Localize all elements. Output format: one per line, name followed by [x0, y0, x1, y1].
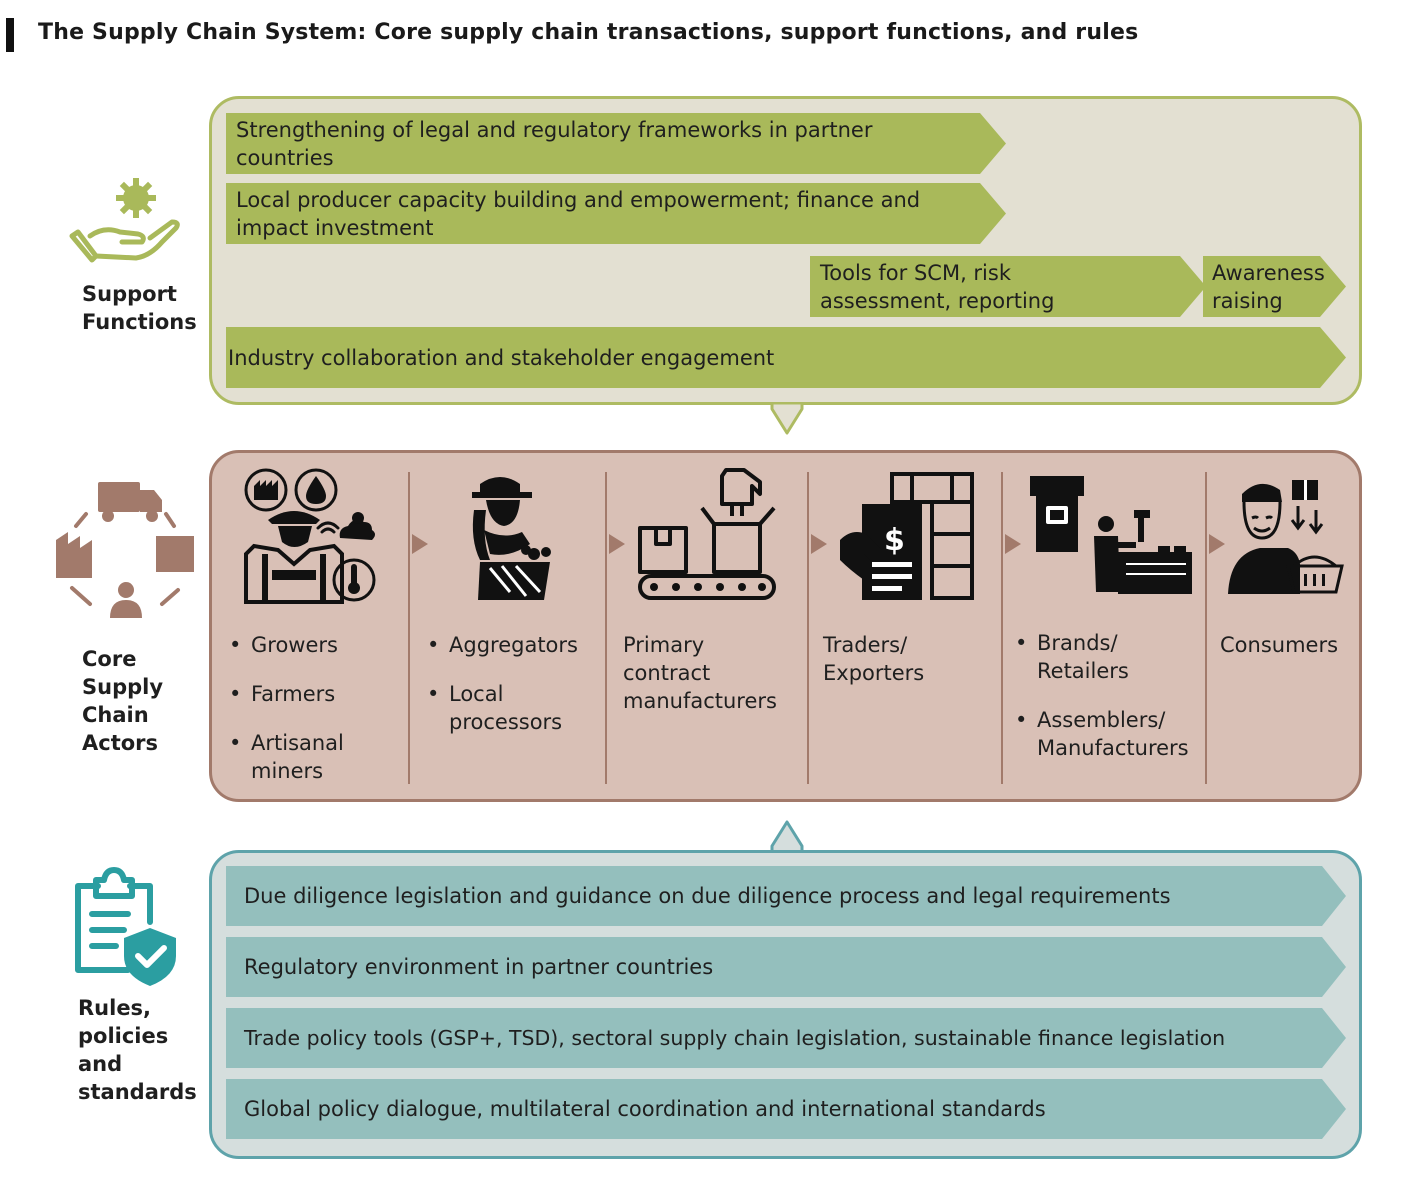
- consumer-icon: [1228, 480, 1344, 594]
- actor-text-traders: Traders/ Exporters: [823, 633, 925, 685]
- rules-item-text: Trade policy tools (GSP+, TSD), sectoral…: [244, 1026, 1226, 1050]
- support-item-text: Local producer capacity building and emp…: [236, 187, 921, 240]
- list-item: Growers: [227, 631, 407, 659]
- list-item: Farmers: [227, 680, 407, 708]
- actor-text-consumers: Consumers: [1220, 633, 1339, 657]
- title-accent-bar: [6, 18, 14, 52]
- flow-chevron: [811, 534, 827, 554]
- rules-arrow-trade-policy: Trade policy tools (GSP+, TSD), sectoral…: [226, 1008, 1346, 1068]
- flow-chevron: [609, 534, 625, 554]
- list-item: Assemblers/ Manufacturers: [1013, 706, 1193, 762]
- rules-arrow-due-diligence: Due diligence legislation and guidance o…: [226, 866, 1346, 926]
- actor-list-aggregators: Aggregators Local processors: [425, 631, 605, 757]
- retail-icon: [1030, 476, 1192, 594]
- support-item-text: Awareness raising: [1212, 260, 1325, 313]
- support-arrow-capacity-building: Local producer capacity building and emp…: [226, 183, 1006, 244]
- supply-cycle-icon: [56, 482, 194, 618]
- actor-text-manufacturers: Primary contract manufacturers: [623, 633, 777, 713]
- rules-item-text: Due diligence legislation and guidance o…: [244, 884, 1171, 908]
- column-divider: [408, 472, 410, 784]
- connector-down-arrow: [770, 403, 804, 435]
- hand-with-gear-icon: [69, 178, 180, 263]
- farmer-icon: [244, 468, 376, 604]
- support-arrow-legal-frameworks: Strengthening of legal and regulatory fr…: [226, 113, 1006, 174]
- rules-item-text: Global policy dialogue, multilateral coo…: [244, 1097, 1046, 1121]
- core-actors-label: Core Supply Chain Actors: [82, 647, 164, 755]
- support-item-text: Industry collaboration and stakeholder e…: [228, 345, 775, 370]
- column-divider: [1001, 472, 1003, 784]
- support-item-text: Tools for SCM, risk assessment, reportin…: [820, 260, 1055, 313]
- page-title: The Supply Chain System: Core supply cha…: [38, 20, 1139, 45]
- clipboard-shield-icon: [75, 867, 176, 986]
- rules-item-text: Regulatory environment in partner countr…: [244, 955, 714, 979]
- rules-label: Rules, policies and standards: [78, 996, 197, 1104]
- aggregator-icon: [472, 477, 551, 600]
- flow-chevron: [1005, 534, 1021, 554]
- actor-list-growers: Growers Farmers Artisanal miners: [227, 631, 407, 806]
- support-item-text: Strengthening of legal and regulatory fr…: [236, 117, 873, 170]
- support-functions-label: Support Functions: [82, 282, 197, 334]
- svg-text:$: $: [884, 523, 905, 558]
- list-item: Aggregators: [425, 631, 605, 659]
- rules-arrow-regulatory-environment: Regulatory environment in partner countr…: [226, 937, 1346, 997]
- support-arrow-awareness: Awareness raising: [1203, 256, 1346, 317]
- column-divider: [1205, 472, 1207, 784]
- flow-chevron: [412, 534, 428, 554]
- column-divider: [605, 472, 607, 784]
- flow-chevron: [1209, 534, 1225, 554]
- actor-list-brands: Brands/ Retailers Assemblers/ Manufactur…: [1013, 629, 1208, 783]
- list-item: Artisanal miners: [227, 729, 377, 785]
- list-item: Brands/ Retailers: [1013, 629, 1129, 685]
- support-arrow-industry-collaboration: Industry collaboration and stakeholder e…: [226, 327, 1346, 388]
- list-item: Local processors: [425, 680, 565, 736]
- connector-up-arrow: [770, 820, 804, 854]
- manufacturing-icon: [638, 468, 776, 600]
- trader-icon: $: [840, 472, 974, 600]
- rules-arrow-global-policy: Global policy dialogue, multilateral coo…: [226, 1079, 1346, 1139]
- support-arrow-scm-tools: Tools for SCM, risk assessment, reportin…: [810, 256, 1206, 317]
- column-divider: [807, 472, 809, 784]
